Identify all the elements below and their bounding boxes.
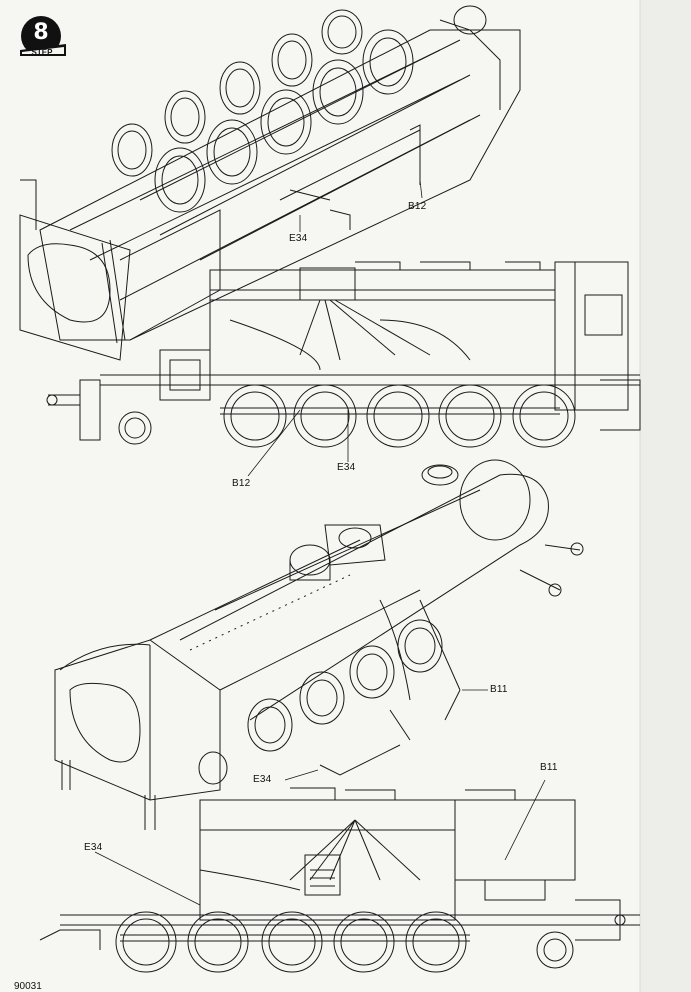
wheelset-iso bbox=[198, 619, 443, 785]
part-label-b11-iso: B11 bbox=[490, 684, 508, 695]
part-label-b12-side: B12 bbox=[232, 478, 251, 489]
part-label-b12-top: B12 bbox=[408, 201, 427, 212]
step-word: STEP bbox=[31, 48, 53, 57]
part-label-e34-side: E34 bbox=[337, 462, 356, 473]
wheelset-side-lower bbox=[115, 911, 574, 973]
view-underside-rear bbox=[19, 19, 521, 361]
view-iso-front bbox=[54, 459, 584, 830]
step-badge-graphic bbox=[20, 16, 66, 56]
page-code: 90031 bbox=[14, 981, 42, 992]
wheelset-side-upper bbox=[118, 384, 576, 448]
leaders-view1 bbox=[299, 179, 423, 232]
wheelset-underside bbox=[111, 5, 487, 213]
part-label-e34-side-lower: E34 bbox=[84, 842, 103, 853]
view-side-upper bbox=[46, 261, 641, 441]
leaders-view4 bbox=[94, 779, 546, 906]
part-label-b11-side: B11 bbox=[540, 762, 558, 773]
part-label-e34-iso: E34 bbox=[253, 774, 272, 785]
page-edge-shade bbox=[640, 0, 691, 992]
step-badge: 8 STEP bbox=[20, 18, 72, 64]
leaders-view2 bbox=[247, 409, 349, 477]
leaders-view3 bbox=[284, 689, 488, 781]
step-number: 8 bbox=[33, 20, 49, 45]
part-label-e34-top: E34 bbox=[289, 233, 308, 244]
